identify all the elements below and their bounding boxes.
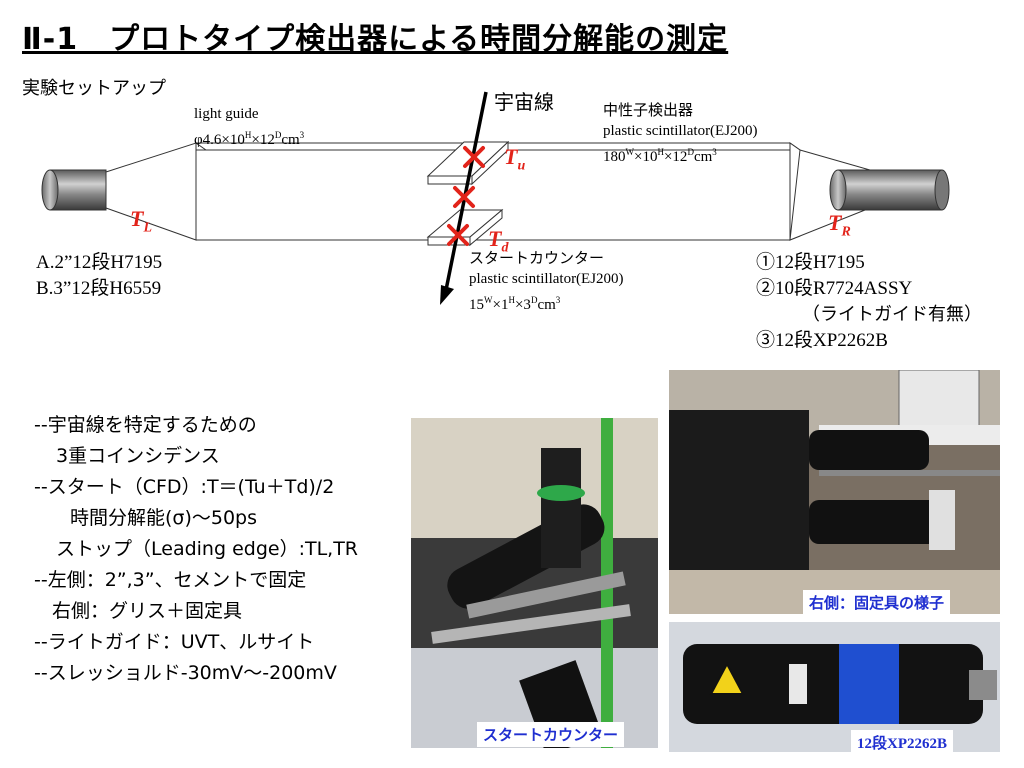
hit-marks [447, 146, 485, 246]
setup-diagram [41, 91, 950, 305]
right-pmt-item: （ライトガイド有無） [802, 304, 982, 325]
cosmic-ray-arrow [444, 91, 488, 291]
neutron-detector-label: 中性子検出器 plastic scintillator(EJ200) 180W×… [603, 101, 758, 165]
start-counter-photo-illustration [411, 418, 658, 748]
right-pmt [829, 169, 950, 211]
pmt-photo: 12段XP2262B [669, 622, 1000, 752]
right-pmt-item: ①12段H7195 [756, 252, 865, 273]
page-title: Ⅱ-1 プロトタイプ検出器による時間分解能の測定 [22, 22, 729, 57]
note-item: 時間分解能(σ)〜50ps [70, 507, 258, 529]
start-counter-caption: スタートカウンター [477, 722, 625, 747]
start-counter-label: スタートカウンター plastic scintillator(EJ200) 15… [469, 249, 624, 313]
tl-label: TL [130, 206, 153, 236]
left-pmt-item: A.2”12段H7195 [36, 252, 163, 273]
start-counter-photo: スタートカウンター [411, 418, 658, 748]
note-item: ストップ（Leading edge）:TL,TR [56, 538, 359, 560]
note-item: --ライトガイド：UVT、ルサイト [34, 631, 315, 653]
left-pmt-item: B.3”12段H6559 [36, 278, 162, 299]
left-pmt-list: A.2”12段H7195 B.3”12段H6559 [36, 250, 162, 302]
left-pmt [41, 169, 107, 211]
pmt-photo-illustration [669, 622, 1000, 752]
right-side-photo-illustration [669, 370, 1000, 614]
right-side-caption: 右側：固定具の様子 [803, 590, 951, 614]
right-side-photo: 右側：固定具の様子 [669, 370, 1000, 614]
right-pmt-item: ②10段R7724ASSY [756, 278, 913, 299]
note-item: --スレッショルド-30mV〜-200mV [34, 662, 337, 684]
note-item: --左側：2”,3”、セメントで固定 [34, 569, 307, 591]
notes-list: --宇宙線を特定するための 3重コインシデンス --スタート（CFD）:T＝(T… [34, 410, 358, 689]
tr-label: TR [828, 210, 851, 240]
light-guide-label: light guide φ4.6×10H×12Dcm3 [194, 106, 305, 148]
pmt-caption: 12段XP2262B [851, 730, 954, 752]
note-item: 右側：グリス＋固定具 [52, 600, 243, 622]
cosmic-ray-label: 宇宙線 [494, 90, 554, 114]
td-label: Td [488, 226, 509, 256]
right-pmt-list: ①12段H7195 ②10段R7724ASSY （ライトガイド有無） ③12段X… [756, 250, 982, 354]
note-item: --宇宙線を特定するための [34, 414, 257, 436]
right-pmt-item: ③12段XP2262B [756, 330, 888, 351]
tu-label: Tu [504, 144, 526, 174]
setup-subtitle: 実験セットアップ [22, 78, 166, 99]
note-item: 3重コインシデンス [56, 445, 220, 467]
note-item: --スタート（CFD）:T＝(Tu＋Td)/2 [34, 476, 335, 498]
